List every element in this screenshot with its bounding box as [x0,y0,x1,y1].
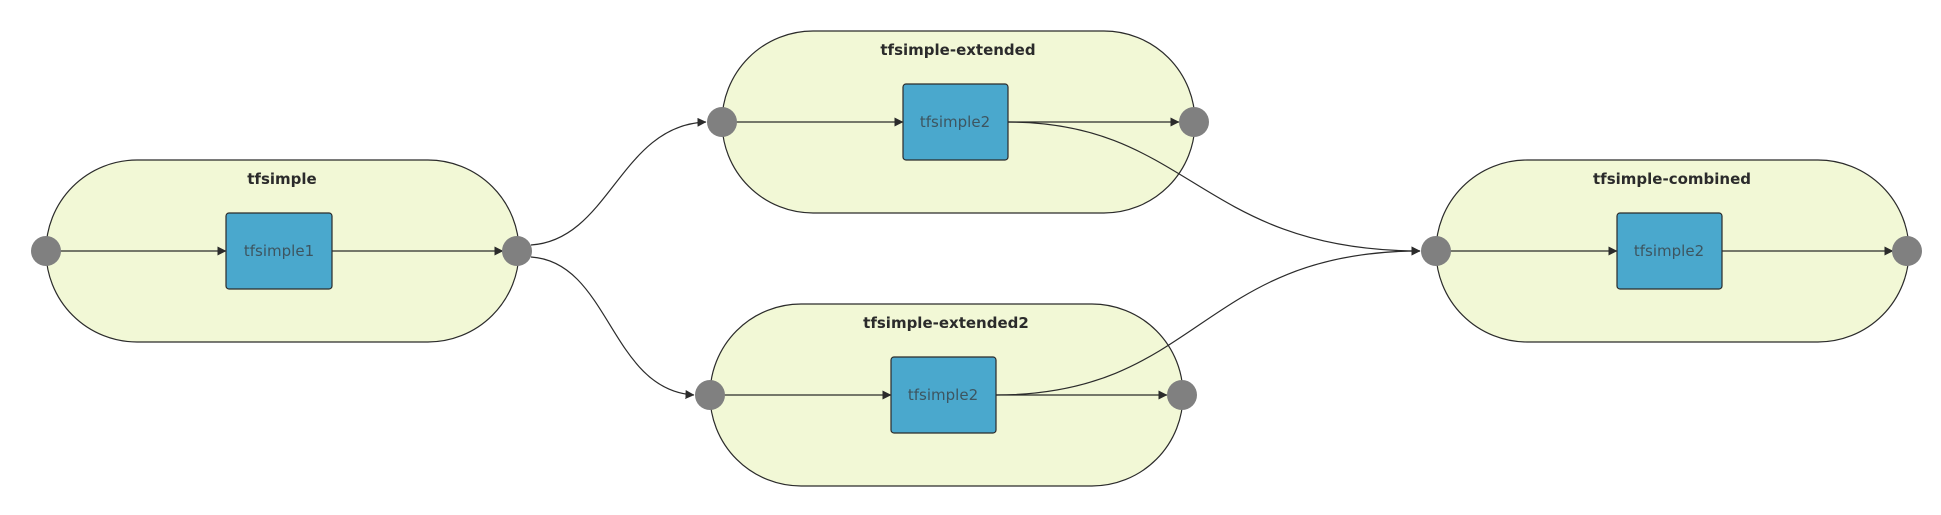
task-label: tfsimple1 [244,242,314,260]
tfsimple-extended-input-port[interactable] [707,107,737,137]
group-tfsimple-extended-title: tfsimple-extended [880,41,1035,59]
tfsimple-combined-input-port[interactable] [1421,236,1451,266]
tfsimple-extended-output-port[interactable] [1179,107,1209,137]
tfsimple-combined-output-port[interactable] [1892,236,1922,266]
task-label: tfsimple2 [1634,242,1704,260]
group-tfsimple-combined-title: tfsimple-combined [1593,170,1751,188]
task-tfsimple2-extended[interactable]: tfsimple2 [902,83,1009,161]
edge-tfsimple-to-tfsimple-extended [530,117,707,246]
tfsimple-extended2-output-port[interactable] [1167,380,1197,410]
group-tfsimple-extended2-title: tfsimple-extended2 [863,314,1029,332]
tfsimple-extended2-input-port[interactable] [695,380,725,410]
edge-tfsimple-to-tfsimple-extended2 [530,256,695,399]
task-tfsimple1[interactable]: tfsimple1 [225,212,333,290]
internal-edges [46,117,1894,400]
edge-tfsimple-extended-to-tfsimple-combined [1007,121,1421,256]
tfsimple-input-port[interactable] [31,236,61,266]
task-box [1616,212,1723,290]
task-tfsimple2-combined[interactable]: tfsimple2 [1616,212,1723,290]
edge-tfsimple-extended2-to-tfsimple-combined [995,246,1421,396]
group-tfsimple-title: tfsimple [247,170,316,188]
cross-group-edges [530,117,1421,399]
task-tfsimple2-extended2[interactable]: tfsimple2 [890,356,997,434]
tfsimple-output-port[interactable] [502,236,532,266]
ports [31,107,1922,410]
task-box [890,356,997,434]
task-label: tfsimple2 [920,113,990,131]
task-label: tfsimple2 [908,386,978,404]
task-box [225,212,333,290]
task-box [902,83,1009,161]
